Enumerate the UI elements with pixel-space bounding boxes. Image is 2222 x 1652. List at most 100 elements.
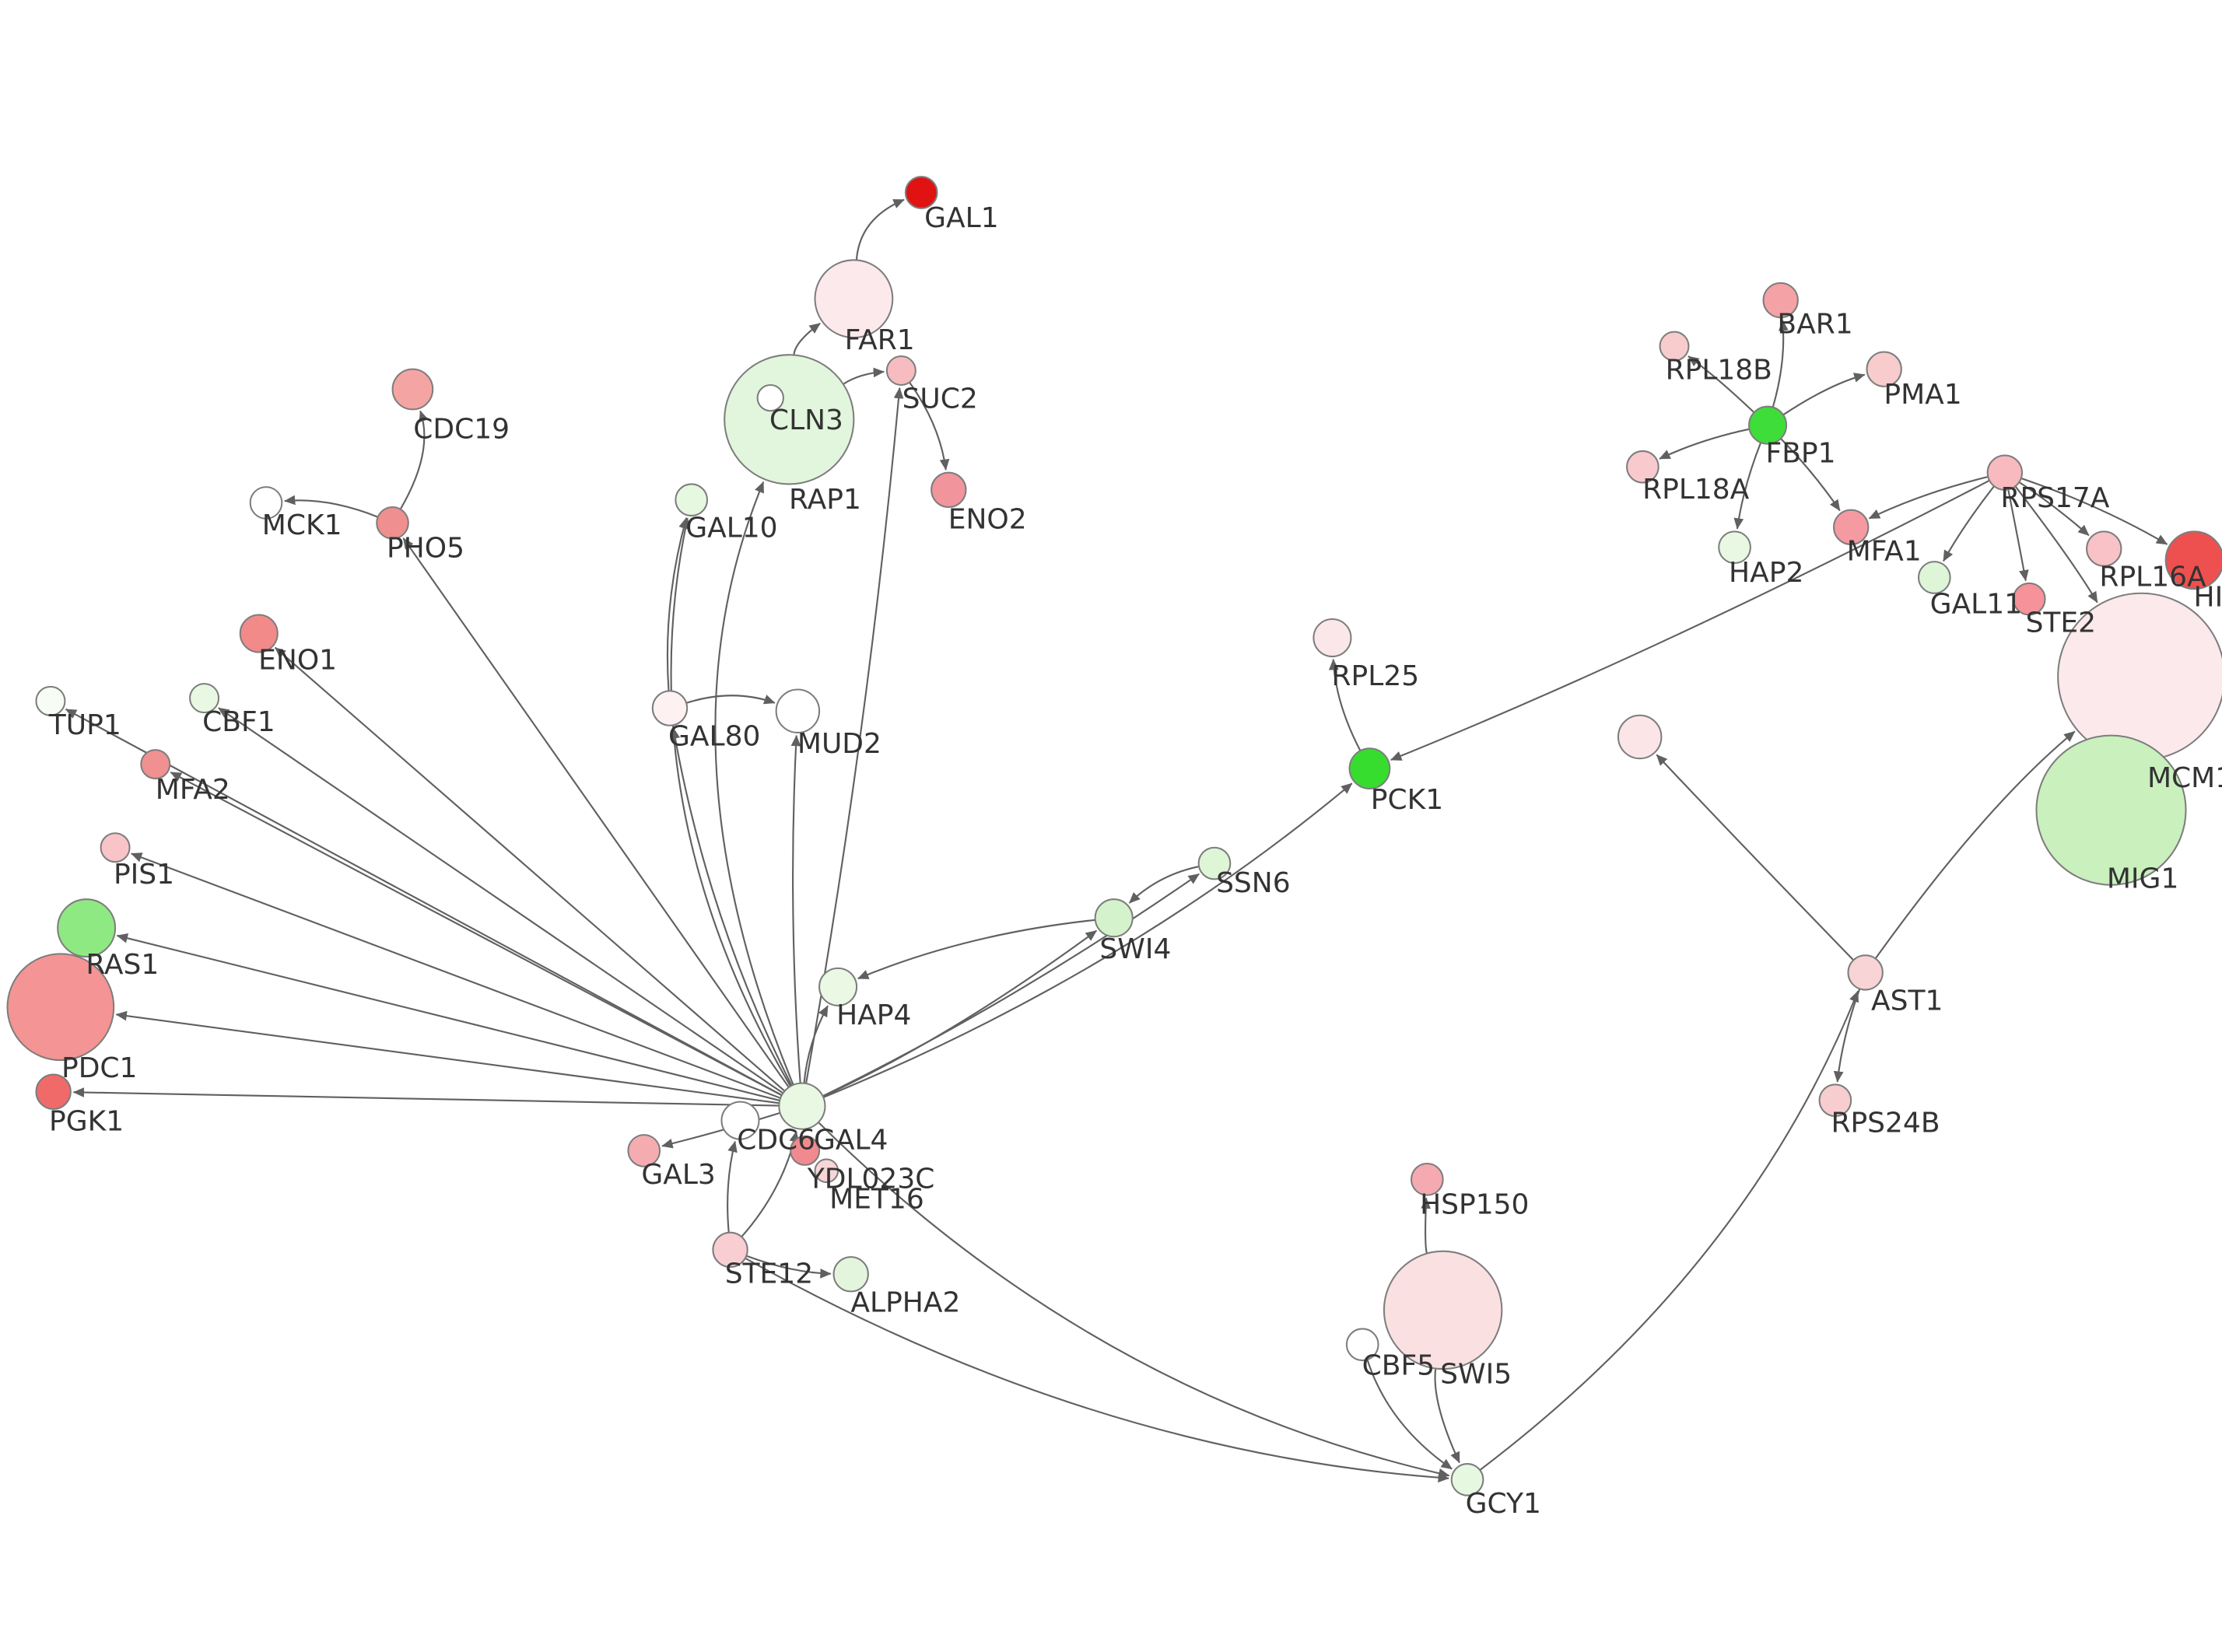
node-circle-RPS24B[interactable] (1818, 1083, 1852, 1118)
node-circle-MET16[interactable] (814, 1158, 839, 1184)
node-BAR1[interactable] (1762, 282, 1799, 319)
node-circle-STE2[interactable] (2012, 582, 2046, 616)
node-circle-RPL16A[interactable] (2086, 530, 2122, 567)
node-MFA1[interactable] (1833, 509, 1870, 546)
node-circle-RPS17A[interactable] (1986, 454, 2023, 491)
node-circle-SSN6[interactable] (1197, 846, 1232, 880)
node-SUC2[interactable] (885, 355, 916, 387)
node-RPL18A[interactable] (1626, 450, 1659, 484)
node-RPL16A[interactable] (2086, 530, 2122, 567)
node-MIG1[interactable] (2035, 734, 2187, 886)
node-PDC1[interactable] (6, 953, 115, 1062)
node-circle-GAL11[interactable] (1917, 561, 1951, 594)
node-HIS4[interactable] (2164, 530, 2222, 590)
edge-RPS17A-MFA1[interactable] (1868, 475, 1989, 520)
node-PGK1[interactable] (35, 1073, 72, 1110)
edge-RPS17A-GAL11[interactable] (1943, 485, 1995, 562)
node-circle-CBF1[interactable] (189, 683, 220, 714)
edge-RAP1-SUC2[interactable] (843, 367, 885, 385)
node-GAL3[interactable] (627, 1134, 661, 1167)
edge-GAL4-MFA2[interactable] (170, 771, 783, 1097)
edge-SWI5-HSP150[interactable] (1421, 1197, 1431, 1254)
edge-GAL4-PHO5[interactable] (402, 537, 790, 1088)
node-circle-BAR1[interactable] (1762, 282, 1799, 319)
node-circle-GCY1[interactable] (1450, 1463, 1484, 1496)
node-circle-HSP150[interactable] (1410, 1163, 1444, 1196)
edge-STE12-CDC6[interactable] (727, 1140, 738, 1233)
node-circle-CDC6[interactable] (720, 1101, 760, 1140)
edge-GCY1-AST1[interactable] (1479, 990, 1859, 1471)
node-circle-PGK1[interactable] (35, 1073, 72, 1110)
node-circle-AST1[interactable] (1847, 954, 1884, 991)
node-RPS24B[interactable] (1818, 1083, 1852, 1118)
edge-GAL4-CBF1[interactable] (218, 707, 784, 1094)
node-circle-RAS1[interactable] (57, 898, 117, 958)
edge-FAR1-GAL1[interactable] (855, 198, 905, 261)
edge-GAL4-SSN6[interactable] (822, 873, 1200, 1097)
node-circle-CBF5[interactable] (1345, 1328, 1379, 1362)
node-GAL10[interactable] (675, 483, 709, 517)
node-RPL18B[interactable] (1659, 331, 1690, 362)
edge-RPS17A-HIS4[interactable] (2020, 477, 2168, 545)
node-RPS17A[interactable] (1986, 454, 2023, 491)
edge-GAL4-RAS1[interactable] (116, 933, 780, 1101)
node-AST1[interactable] (1847, 954, 1884, 991)
edge-GAL4-GAL3[interactable] (661, 1111, 780, 1149)
node-circle-MCK1[interactable] (249, 486, 283, 520)
node-RPL25[interactable] (1313, 618, 1352, 658)
edge-GAL4-GAL80[interactable] (670, 727, 793, 1087)
edge-STE12-GCY1[interactable] (745, 1257, 1449, 1483)
edge-GAL4-PGK1[interactable] (72, 1087, 780, 1107)
node-GAL1[interactable] (904, 176, 938, 209)
node-GAL4[interactable] (778, 1082, 826, 1130)
node-circle-RAP1[interactable] (724, 354, 855, 485)
node-circle-FBP1[interactable] (1748, 405, 1788, 445)
node-circle-MUD2[interactable] (775, 688, 821, 733)
edge-STE12-ALPHA2[interactable] (745, 1255, 832, 1279)
node-circle-GAL10[interactable] (675, 483, 709, 517)
node-circle-RPL25[interactable] (1313, 618, 1352, 658)
node-circle-unlabeled[interactable] (1617, 714, 1663, 760)
node-circle-HIS4[interactable] (2164, 530, 2222, 590)
node-CLN3[interactable] (756, 383, 784, 412)
node-ENO1[interactable] (239, 614, 279, 653)
node-circle-HAP2[interactable] (1718, 530, 1751, 565)
node-STE12[interactable] (712, 1231, 748, 1269)
node-CDC6[interactable] (720, 1101, 760, 1140)
node-circle-GAL4[interactable] (778, 1082, 826, 1130)
edge-RAP1-FAR1[interactable] (793, 322, 821, 355)
edge-GAL4-HAP4[interactable] (803, 1005, 829, 1083)
edge-FBP1-PMA1[interactable] (1782, 373, 1866, 416)
edge-PCK1-RPL25[interactable] (1328, 658, 1362, 751)
edge-RPS17A-RPL16A[interactable] (2018, 481, 2090, 537)
edge-GAL4-PDC1[interactable] (115, 1010, 780, 1104)
node-STE2[interactable] (2012, 582, 2046, 616)
edge-GAL4-MUD2[interactable] (790, 734, 801, 1083)
node-circle-PDC1[interactable] (6, 953, 115, 1062)
node-circle-MIG1[interactable] (2035, 734, 2187, 886)
node-CDC19[interactable] (391, 368, 434, 411)
node-unlabeled[interactable] (1617, 714, 1663, 760)
node-GCY1[interactable] (1450, 1463, 1484, 1496)
node-circle-PCK1[interactable] (1348, 747, 1391, 789)
node-circle-SWI5[interactable] (1383, 1250, 1503, 1370)
node-circle-FAR1[interactable] (814, 259, 894, 339)
node-MET16[interactable] (814, 1158, 839, 1184)
edge-RPS17A-MCM1[interactable] (2014, 485, 2098, 604)
edge-GAL4-GAL10[interactable] (670, 517, 792, 1087)
node-circle-TUP1[interactable] (35, 685, 66, 716)
node-SWI4[interactable] (1094, 898, 1134, 938)
node-SSN6[interactable] (1197, 846, 1232, 880)
node-RAS1[interactable] (57, 898, 117, 958)
edge-GAL4-PCK1[interactable] (822, 782, 1353, 1098)
node-circle-PIS1[interactable] (100, 832, 131, 863)
node-MUD2[interactable] (775, 688, 821, 733)
edge-GAL4-GCY1[interactable] (818, 1122, 1450, 1479)
node-circle-SUC2[interactable] (885, 355, 916, 387)
node-circle-GAL3[interactable] (627, 1134, 661, 1167)
node-circle-CLN3[interactable] (756, 383, 784, 412)
node-HAP2[interactable] (1718, 530, 1751, 565)
node-FBP1[interactable] (1748, 405, 1788, 445)
edge-GAL4-RAP1[interactable] (714, 481, 794, 1086)
